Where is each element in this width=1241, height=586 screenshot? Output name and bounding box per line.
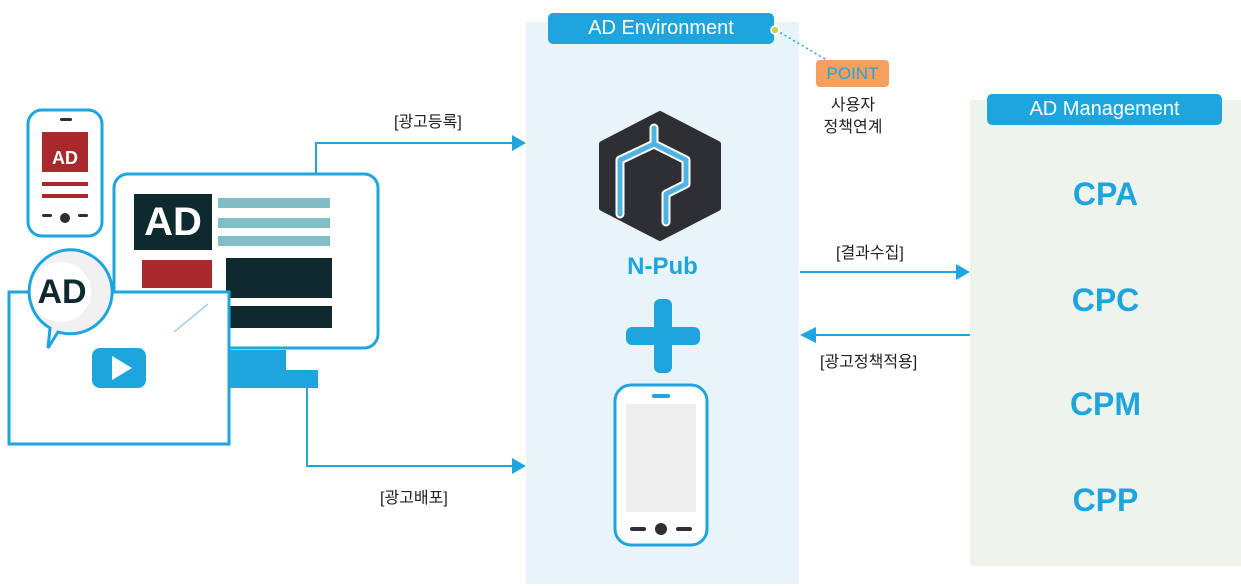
npub-label: N-Pub [627,253,698,280]
smartphone-icon [613,383,709,547]
distribute-connector [306,386,518,467]
model-cpp: CPP [1072,482,1139,518]
npub-logo-icon [599,111,721,241]
collect-arrowhead [956,264,970,280]
point-dot [770,25,780,35]
distribute-arrowhead [512,458,526,474]
point-description: 사용자 정책연계 [800,95,906,139]
apply-policy-arrowhead [800,327,816,343]
register-arrowhead [512,135,526,151]
point-badge: POINT [816,60,889,87]
monitor-ad-text: AD [144,200,202,244]
ad-management-panel [970,100,1241,566]
collect-label: [결과수집] [836,245,904,262]
ad-environment-title: AD Environment [548,13,774,44]
model-cpc: CPC [1071,282,1140,318]
apply-policy-label: [광고정책적용] [820,354,918,371]
point-dotted-link [775,29,831,63]
distribute-label: [광고배포] [380,490,448,507]
model-cpa: CPA [1072,176,1139,212]
register-label: [광고등록] [394,114,462,131]
point-line-1: 사용자 [830,97,876,114]
bubble-ad-text: AD [37,273,87,311]
mobile-ad-icon [26,108,104,238]
model-cpm: CPM [1069,386,1142,422]
plus-icon [626,299,700,373]
video-ad-icon [7,248,231,446]
ad-management-title: AD Management [987,94,1222,125]
mobile-ad-text: AD [52,148,78,168]
point-line-2: 정책연계 [823,119,883,136]
